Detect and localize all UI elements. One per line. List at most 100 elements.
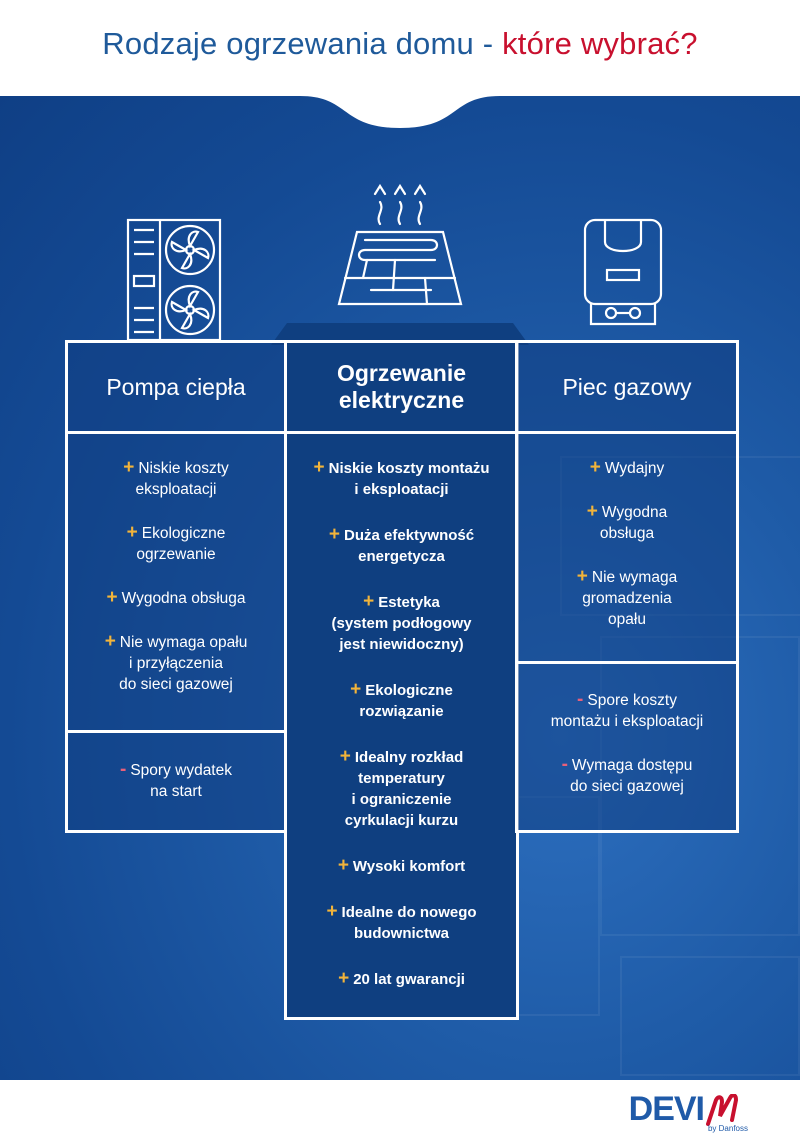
item-line: +Wygodna — [518, 501, 736, 523]
item-line: +Niskie koszty montażu — [287, 457, 516, 479]
pro-item: +Estetyka (system podłogowy jest niewidocz… — [287, 591, 516, 655]
item-line: +Wydajny — [518, 457, 736, 479]
title-main: Rodzaje ogrzewania domu - — [102, 26, 503, 61]
divider — [68, 730, 284, 733]
floor-heating-icon — [337, 183, 463, 306]
item-text: na start — [150, 783, 202, 800]
item-text: Nie wymaga — [591, 569, 678, 586]
item-text: i ograniczenie — [351, 791, 452, 808]
item-line: +Ekologiczne — [287, 679, 516, 701]
item-text: 20 lat gwarancji — [353, 971, 465, 988]
con-item: -Wymaga dostępu do sieci gazowej — [518, 754, 736, 797]
item-text: Idealny rozkład — [354, 749, 464, 766]
item-text: Ekologiczne — [141, 525, 226, 542]
item-text: do sieci gazowej — [570, 778, 684, 795]
item-text: temperatury — [358, 770, 445, 787]
item-text: Wygodna obsługa — [121, 590, 246, 607]
item-line: do sieci gazowej — [518, 776, 736, 797]
item-line: ogrzewanie — [68, 544, 284, 565]
plus-sign: + — [326, 901, 338, 922]
column-title-electric-heating: Ogrzewanie elektryczne — [287, 343, 516, 431]
item-line: budownictwa — [287, 923, 516, 944]
logo-text: DEVI — [628, 1090, 705, 1128]
item-text: eksploatacji — [135, 481, 217, 498]
item-line: +Niskie koszty — [68, 457, 284, 479]
item-text: Wymaga dostępu — [571, 757, 693, 774]
devi-logo-icon — [706, 1094, 739, 1126]
item-line: +Nie wymaga opału — [68, 631, 284, 653]
item-line: opału — [518, 609, 736, 630]
item-line: +Nie wymaga — [518, 566, 736, 588]
item-text: ogrzewanie — [136, 546, 216, 563]
item-line: i ograniczenie — [287, 789, 516, 810]
center-column-tab — [271, 323, 529, 345]
item-line: +Idealne do nowego — [287, 901, 516, 923]
plus-sign: + — [350, 679, 362, 700]
item-text: Spore koszty — [587, 692, 677, 709]
item-line: rozwiązanie — [287, 701, 516, 722]
item-text: (system podłogowy — [331, 615, 472, 632]
item-line: temperatury — [287, 768, 516, 789]
plus-sign: + — [339, 746, 351, 767]
item-line: +20 lat gwarancji — [287, 968, 516, 990]
divider — [287, 431, 516, 434]
plus-sign: + — [363, 591, 375, 612]
item-text: Wygodna — [601, 504, 668, 521]
plus-sign: + — [313, 457, 325, 478]
item-line: gromadzenia — [518, 588, 736, 609]
item-text: opału — [608, 611, 646, 628]
item-text: Niskie koszty — [138, 460, 229, 477]
item-line: +Wysoki komfort — [287, 855, 516, 877]
column-electric-heating: Ogrzewanie elektryczne +Niskie koszty mo… — [284, 340, 519, 1020]
plus-sign: + — [328, 524, 341, 545]
title-line: elektryczne — [338, 387, 465, 413]
cons-list-heat-pump: -Spory wydatek na start — [68, 759, 284, 824]
item-line: obsługa — [518, 523, 736, 544]
item-text: Duża efektywność — [344, 527, 475, 544]
con-item: -Spory wydatek na start — [68, 759, 284, 802]
plus-sign: + — [338, 968, 350, 989]
item-text: Idealne do nowego — [341, 904, 477, 921]
plus-sign: + — [106, 587, 118, 608]
plus-sign: + — [126, 522, 138, 543]
item-line: i przyłączenia — [68, 653, 284, 674]
plus-sign: + — [123, 457, 135, 478]
item-line: montażu i eksploatacji — [518, 711, 736, 732]
item-line: -Spory wydatek — [68, 759, 284, 781]
minus-sign: - — [120, 759, 127, 780]
item-line: do sieci gazowej — [68, 674, 284, 695]
devi-logo: DEVI by Danfoss — [628, 1090, 748, 1133]
divider — [68, 431, 284, 434]
pro-item: +Wysoki komfort — [287, 855, 516, 877]
item-line: +Wygodna obsługa — [68, 587, 284, 609]
title-line: Ogrzewanie — [336, 360, 467, 386]
item-text: Ekologiczne — [365, 682, 453, 699]
plus-sign: + — [586, 501, 598, 522]
pro-item: +Wygodna obsługa — [68, 587, 284, 609]
plus-sign: + — [576, 566, 588, 587]
item-text: jest niewidoczny) — [339, 636, 464, 653]
item-text: cyrkulacji kurzu — [344, 812, 459, 829]
item-line: +Estetyka — [287, 591, 516, 613]
item-line: -Wymaga dostępu — [518, 754, 736, 776]
item-line: +Ekologiczne — [68, 522, 284, 544]
item-line: cyrkulacji kurzu — [287, 810, 516, 831]
plus-sign: + — [337, 855, 349, 876]
plus-sign: + — [104, 631, 116, 652]
gas-boiler-icon — [583, 218, 663, 326]
item-line: eksploatacji — [68, 479, 284, 500]
item-text: Wydajny — [604, 460, 665, 477]
